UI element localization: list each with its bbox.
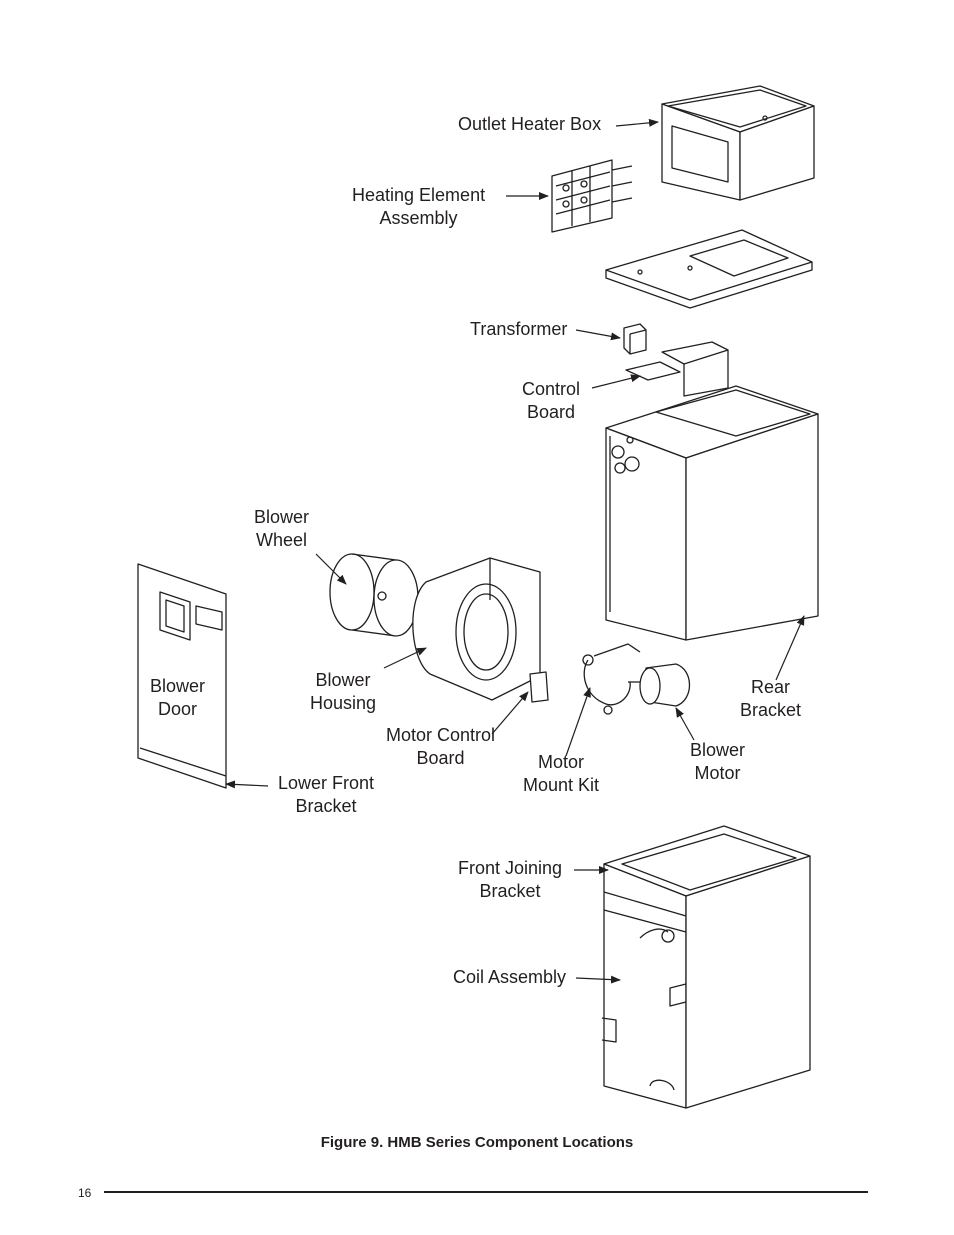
label-outlet-heater-box: Outlet Heater Box	[458, 114, 602, 134]
label-heating-element-assembly: Heating Element Assembly	[352, 185, 486, 228]
motor-control-board-drawing	[529, 671, 549, 703]
label-blower-door: Blower Door	[150, 676, 206, 719]
figure-caption: Figure 9. HMB Series Component Locations	[320, 1134, 634, 1151]
outlet-heater-box-drawing	[661, 85, 815, 201]
label-lower-front-bracket: Lower Front Bracket	[278, 773, 375, 816]
heating-element-assembly-drawing	[551, 159, 633, 233]
top-panel-drawing	[605, 229, 813, 309]
footer-rule	[104, 1191, 868, 1193]
leader-arrows	[225, 118, 805, 984]
label-motor-control-board: Motor Control Board	[386, 725, 496, 768]
label-motor-mount-kit: Motor Mount Kit	[523, 752, 600, 795]
blower-wheel-drawing	[329, 553, 419, 637]
transformer-drawing	[623, 323, 647, 355]
blower-motor-drawing	[628, 663, 690, 707]
page-number: 16	[78, 1186, 92, 1200]
cabinet-drawing	[605, 385, 819, 641]
blower-housing-drawing	[412, 557, 541, 701]
label-coil-assembly: Coil Assembly	[453, 967, 567, 987]
label-blower-wheel: Blower Wheel	[254, 507, 310, 550]
motor-mount-kit-drawing	[582, 643, 641, 715]
label-control-board: Control Board	[522, 379, 581, 422]
label-front-joining-bracket: Front Joining Bracket	[458, 858, 563, 901]
label-blower-housing: Blower Housing	[310, 670, 377, 713]
coil-assembly-drawing	[601, 825, 811, 1109]
label-transformer: Transformer	[470, 319, 568, 339]
label-blower-motor: Blower Motor	[690, 740, 746, 783]
label-rear-bracket: Rear Bracket	[740, 677, 802, 720]
